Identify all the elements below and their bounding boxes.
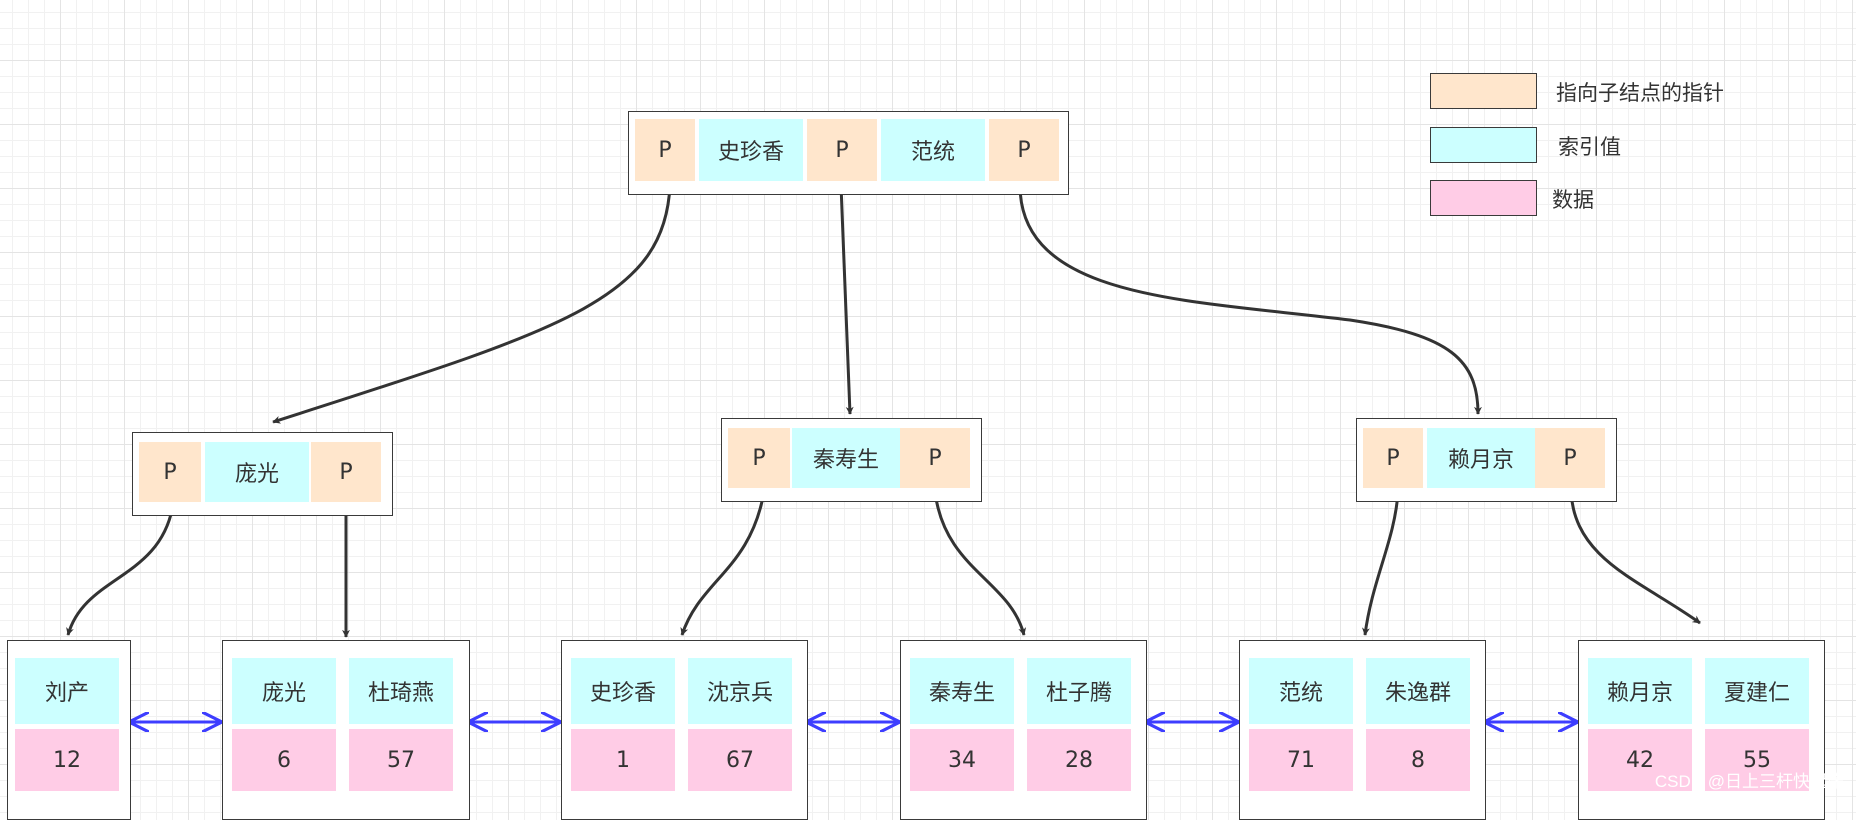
internal-3-pointer-left: P: [1363, 428, 1423, 488]
edge-right-to-leaf5: [1361, 491, 1400, 636]
internal-2-pointer-left: P: [728, 428, 790, 488]
leaf-3-key-2: 沈京兵: [688, 658, 792, 724]
internal-1-key: 庞光: [205, 442, 309, 502]
legend-label-key: 索引值: [1558, 135, 1621, 159]
root-node: P 史珍香 P 范统 P: [628, 111, 1069, 195]
root-pointer-1: P: [635, 119, 695, 181]
leaf-3-key-1: 史珍香: [571, 658, 675, 724]
leaf-node-2: 庞光 杜琦燕 6 57: [222, 640, 470, 820]
leaf-5-key-2: 朱逸群: [1366, 658, 1470, 724]
edge-middle-to-leaf4: [933, 491, 1027, 636]
edges-layer: [66, 184, 1701, 802]
leaf-4-value-2: 28: [1027, 729, 1131, 791]
root-pointer-3: P: [989, 119, 1059, 181]
leaf-4-key-2: 杜子腾: [1027, 658, 1131, 724]
leaf-6-key-2: 夏建仁: [1705, 658, 1809, 724]
leaf-1-key-1: 刘产: [15, 658, 119, 724]
leaf-2-value-2: 57: [349, 729, 453, 791]
legend-swatch-key: [1430, 127, 1537, 163]
leaf-1-value-1: 12: [15, 729, 119, 791]
edge-right-to-leaf6: [1569, 491, 1701, 625]
internal-node-1: P 庞光 P: [132, 432, 393, 516]
internal-node-3: P 赖月京 P: [1356, 418, 1617, 502]
edge-middle-to-leaf3: [680, 491, 766, 636]
leaf-2-value-1: 6: [232, 729, 336, 791]
internal-2-key: 秦寿生: [792, 428, 900, 488]
leaf-2-key-1: 庞光: [232, 658, 336, 724]
leaf-4-key-1: 秦寿生: [910, 658, 1014, 724]
leaf-node-4: 秦寿生 杜子腾 34 28: [900, 640, 1147, 820]
leaf-5-key-1: 范统: [1249, 658, 1353, 724]
edge-root-to-right: [1018, 184, 1482, 415]
root-key-1: 史珍香: [699, 119, 803, 181]
leaf-3-value-2: 67: [688, 729, 792, 791]
leaf-node-3: 史珍香 沈京兵 1 67: [561, 640, 808, 820]
leaf-6-key-1: 赖月京: [1588, 658, 1692, 724]
legend-swatch-pointer: [1430, 73, 1537, 109]
edge-root-to-middle: [839, 184, 854, 415]
leaf-4-value-1: 34: [910, 729, 1014, 791]
leaf-node-1: 刘产 12: [7, 640, 131, 820]
leaf-3-value-1: 1: [571, 729, 675, 791]
internal-2-pointer-right: P: [900, 428, 970, 488]
leaf-node-6: 赖月京 夏建仁 42 55: [1578, 640, 1825, 820]
root-pointer-2: P: [807, 119, 877, 181]
leaf-6-value-1: 42: [1588, 729, 1692, 791]
internal-1-pointer-left: P: [139, 442, 201, 502]
leaf-2-key-2: 杜琦燕: [349, 658, 453, 724]
watermark: CSDN @日上三杆快起床: [1654, 772, 1844, 791]
leaf-node-5: 范统 朱逸群 71 8: [1239, 640, 1486, 820]
internal-1-pointer-right: P: [311, 442, 381, 502]
legend-swatch-data: [1430, 180, 1537, 216]
leaf-5-value-2: 8: [1366, 729, 1470, 791]
internal-3-key: 赖月京: [1427, 428, 1535, 488]
legend-label-pointer: 指向子结点的指针: [1556, 81, 1724, 105]
root-key-2: 范统: [881, 119, 985, 181]
leaf-5-value-1: 71: [1249, 729, 1353, 791]
leaf-6-value-2: 55: [1705, 729, 1809, 791]
edge-root-to-left: [272, 184, 672, 424]
internal-node-2: P 秦寿生 P: [721, 418, 982, 502]
edge-left-to-leaf1: [66, 504, 175, 636]
internal-3-pointer-right: P: [1535, 428, 1605, 488]
legend-label-data: 数据: [1552, 188, 1594, 212]
